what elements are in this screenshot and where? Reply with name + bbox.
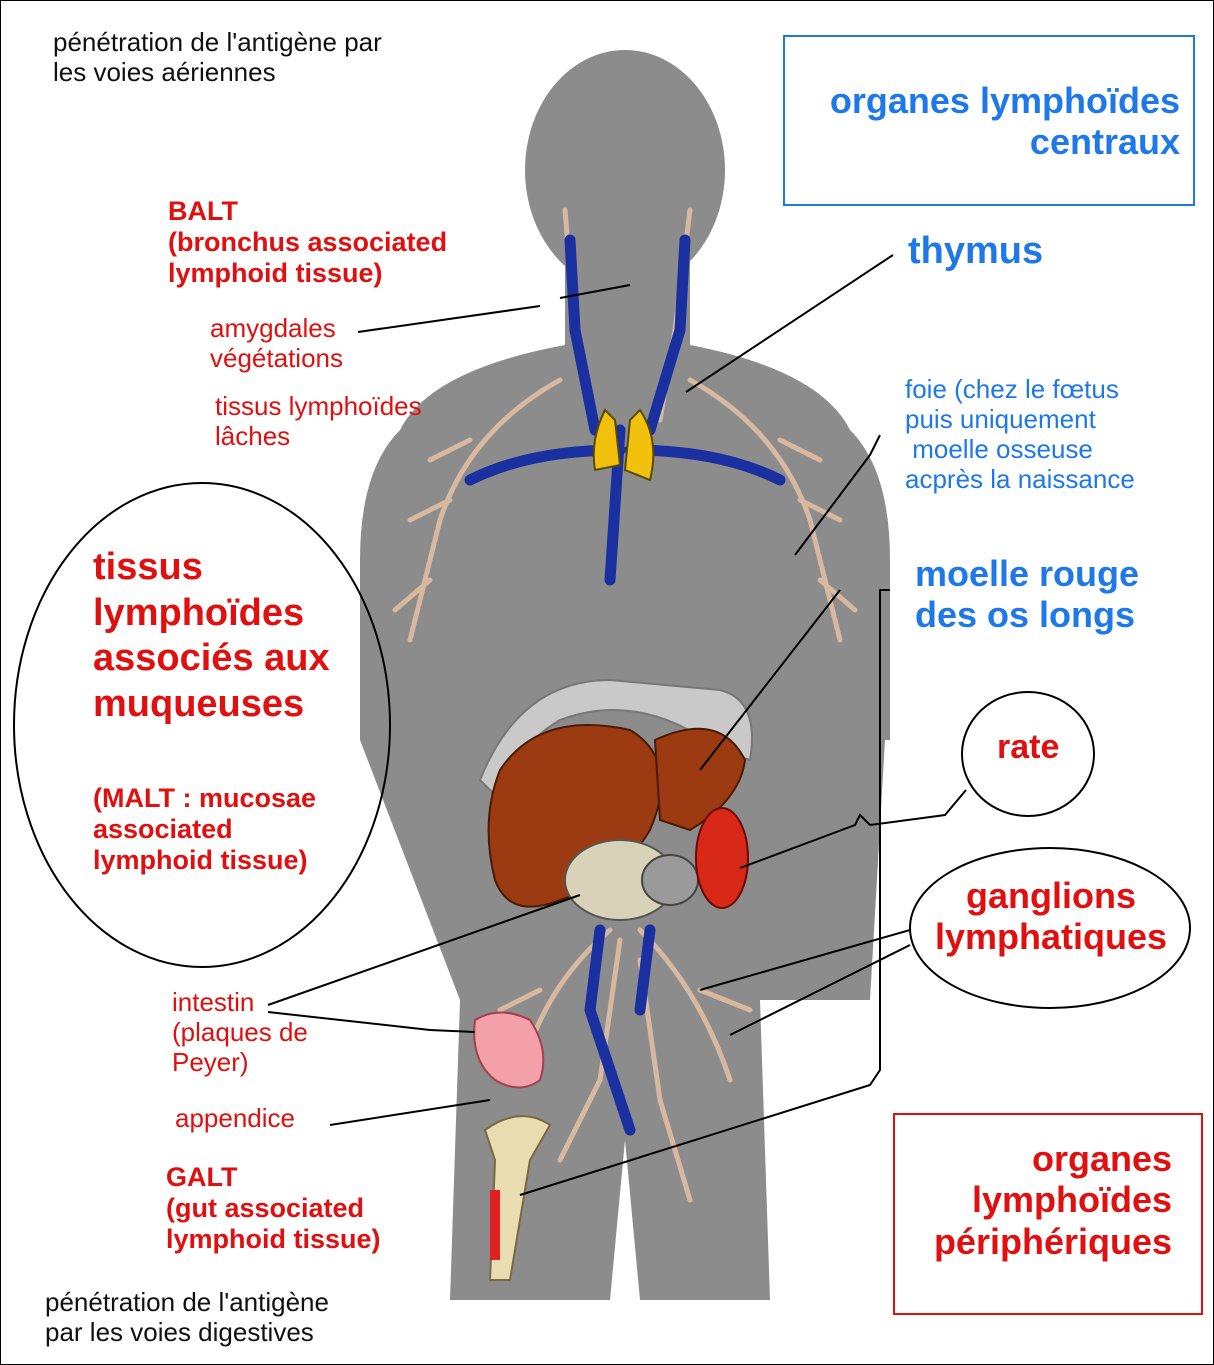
tissus-laches-label: tissus lymphoïdes lâches (215, 392, 422, 452)
malt-sub-label: (MALT : mucosae associated lymphoid tiss… (93, 783, 316, 876)
spleen-organ (696, 808, 748, 908)
digestive-entry-label: pénétration de l'antigène par les voies … (45, 1288, 329, 1348)
thymus-label: thymus (908, 230, 1043, 274)
pancreas-organ (642, 855, 698, 905)
galt-label: GALT (gut associated lymphoid tissue) (166, 1162, 381, 1255)
amygdales-label: amygdales végétations (210, 314, 343, 374)
foie-label: foie (chez le fœtus puis uniquement moel… (905, 375, 1135, 495)
peripheral-organs-label: organes lymphoïdes périphériques (900, 1138, 1172, 1262)
central-organs-label: organes lymphoïdes centraux (792, 80, 1180, 163)
intestin-label: intestin (plaques de Peyer) (172, 988, 308, 1078)
appendice-label: appendice (175, 1104, 295, 1134)
rate-label: rate (997, 728, 1059, 767)
moelle-label: moelle rouge des os longs (915, 553, 1139, 636)
malt-title-label: tissus lymphoïdes associés aux muqueuses (93, 545, 330, 727)
ganglions-label: ganglions lymphatiques (922, 875, 1180, 958)
balt-label: BALT (bronchus associated lymphoid tissu… (168, 196, 447, 289)
air-entry-label: pénétration de l'antigène par les voies … (53, 28, 382, 88)
